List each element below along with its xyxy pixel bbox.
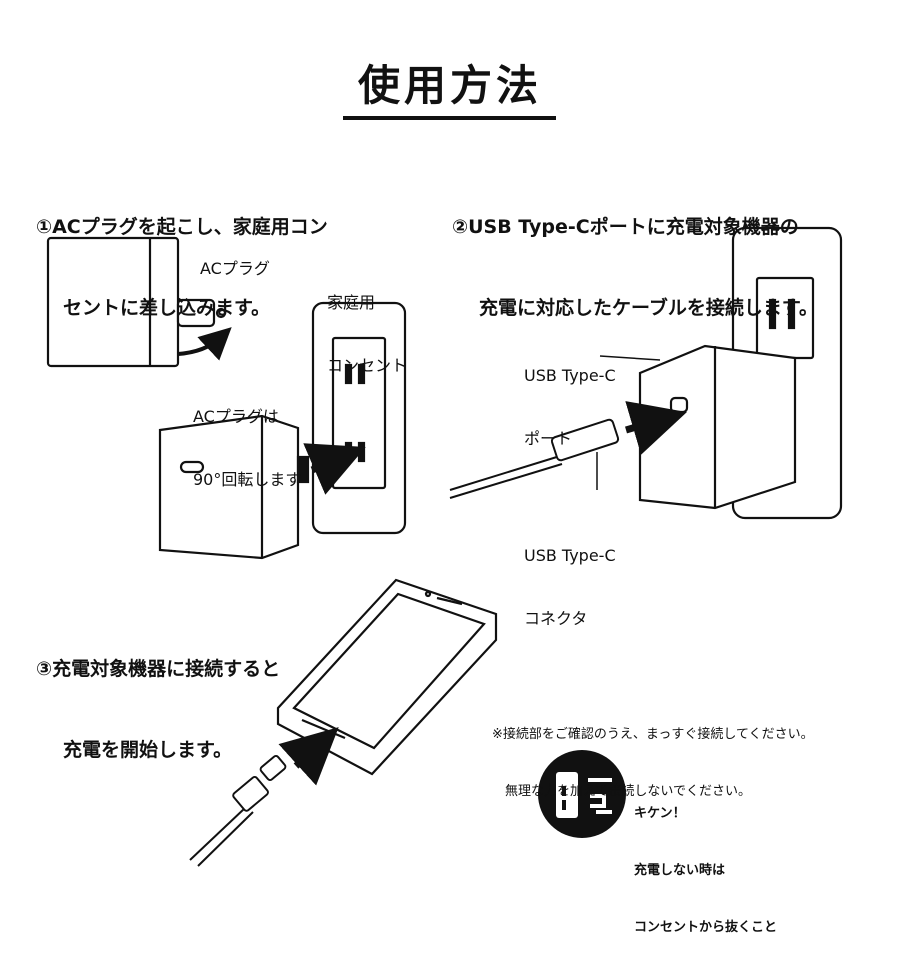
step1-line1: ①ACプラグを起こし、家庭用コン — [36, 216, 328, 238]
step3-line1: ③充電対象機器に接続すると — [36, 658, 281, 680]
rotate-arrow-icon — [177, 327, 232, 361]
smartphone-illustration — [276, 578, 498, 776]
insert-arrow-icon — [303, 443, 366, 495]
phone-insert-arrow-icon — [278, 727, 339, 786]
step3-line2: 充電を開始します。 — [63, 739, 233, 761]
caution-note-line2: 無理な力を加えて接続しないでください。 — [505, 784, 751, 799]
title-underline — [343, 116, 556, 120]
step1-line2: セントに差し込みます。 — [63, 297, 271, 319]
warning-line2: 充電しない時は — [634, 863, 726, 878]
rotate-label: ACプラグは 90°回転します — [193, 364, 301, 511]
step2-line1: ②USB Type-Cポートに充電対象機器の — [452, 216, 799, 238]
usb-port-label-line1: USB Type-C — [524, 366, 616, 385]
rotate-label-line2: 90°回転します — [193, 470, 302, 489]
outlet-label: 家庭用 コンセント — [327, 250, 407, 397]
step3-text: ③充電対象機器に接続すると 充電を開始します。 — [36, 602, 280, 791]
outlet-label-line2: コンセント — [327, 356, 408, 375]
usb-port-label-line2: ポート — [524, 429, 573, 448]
usb-connector-label: USB Type-C コネクタ — [524, 503, 616, 650]
warning-text: キケン！ 充電しない時は コンセントから抜くこと — [634, 766, 777, 956]
usb-connector-label-line2: コネクタ — [524, 609, 588, 628]
caution-note-line1: ※接続部をご確認のうえ、まっすぐ接続してください。 — [492, 727, 814, 742]
warning-line3: コンセントから抜くこと — [634, 920, 778, 935]
caution-note: ※接続部をご確認のうえ、まっすぐ接続してください。 無理な力を加えて接続しないで… — [492, 687, 814, 820]
page-title: 使用方法 — [357, 61, 542, 110]
warning-line1: キケン！ — [634, 806, 686, 821]
unplug-icon — [538, 750, 626, 838]
ac-plug-label: ACプラグ — [200, 259, 270, 278]
usb-port-label: USB Type-C ポート — [524, 323, 616, 470]
charger-folded-illustration — [46, 236, 227, 368]
charger-plugged-illustration — [638, 344, 797, 510]
port-leader-line — [599, 355, 661, 361]
step2-text: ②USB Type-Cポートに充電対象機器の 充電に対応したケーブルを接続します… — [452, 160, 818, 349]
usb-connector-label-line1: USB Type-C — [524, 546, 616, 565]
charger-unfolded-illustration — [158, 414, 310, 560]
step2-line2: 充電に対応したケーブルを接続します。 — [479, 297, 818, 319]
step1-text: ①ACプラグを起こし、家庭用コン セントに差し込みます。 — [36, 160, 328, 349]
instruction-illustrations — [46, 226, 843, 867]
usb-c-cable-illustration — [449, 418, 620, 499]
outlet-label-line1: 家庭用 — [327, 293, 376, 312]
rotate-label-line1: ACプラグは — [193, 407, 279, 426]
connect-arrow-icon — [625, 401, 687, 455]
